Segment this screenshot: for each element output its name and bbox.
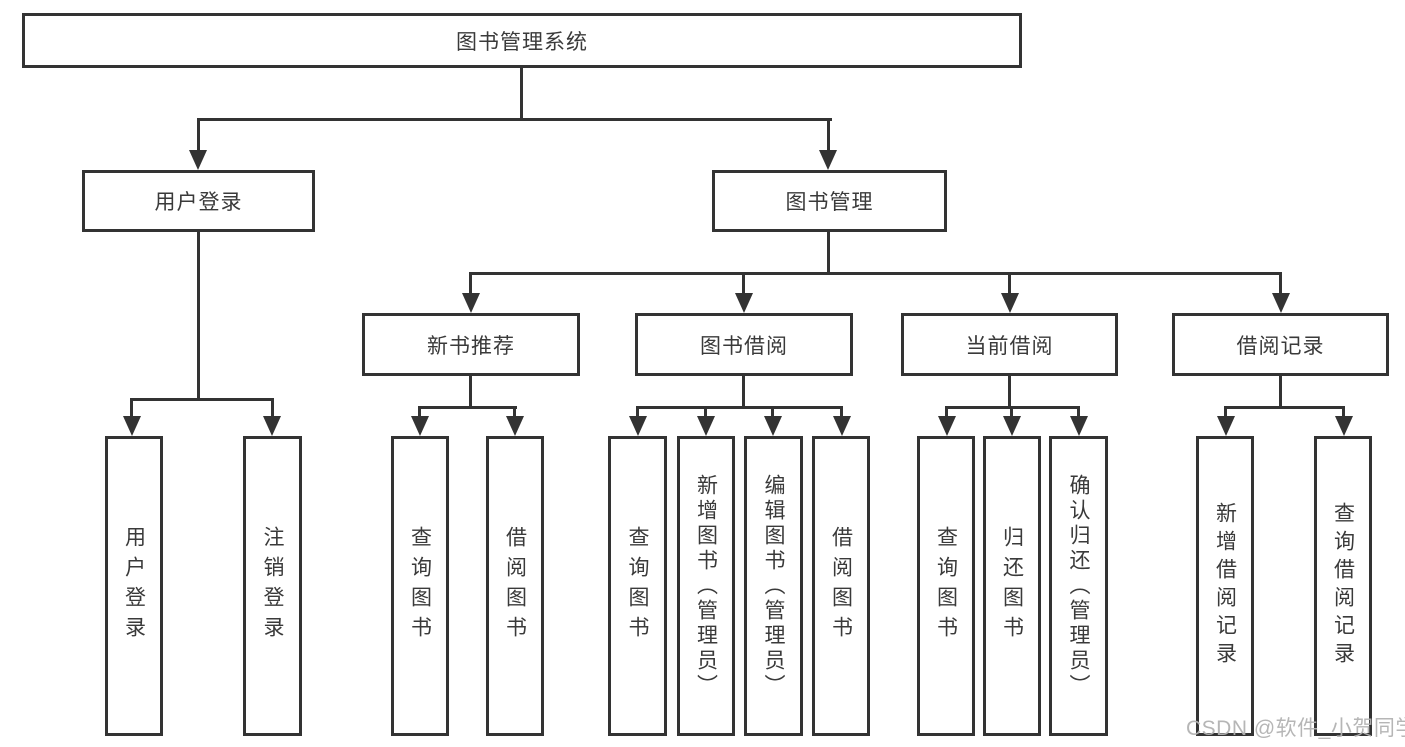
node-label: 图书管理 (785, 191, 874, 214)
connector-line (827, 118, 830, 152)
node-label: 用户登录 (122, 526, 146, 646)
leaf-edit-book-admin: 编辑图书（管理员） (744, 436, 803, 736)
arrowhead-down-icon (411, 416, 429, 436)
arrowhead-down-icon (1335, 416, 1353, 436)
connector-line (130, 398, 133, 418)
leaf-return-books: 归还图书 (983, 436, 1041, 736)
node-root-library-system: 图书管理系统 (22, 13, 1022, 68)
node-label: 查询借阅记录 (1331, 502, 1355, 670)
node-label: 借阅记录 (1236, 334, 1325, 358)
connector-line (1077, 406, 1080, 418)
arrowhead-down-icon (1001, 293, 1019, 313)
connector-line (197, 232, 200, 398)
arrowhead-down-icon (764, 416, 782, 436)
node-label: 借阅图书 (829, 526, 853, 646)
arrowhead-down-icon (263, 416, 281, 436)
leaf-add-book-admin: 新增图书（管理员） (677, 436, 735, 736)
node-label: 新增借阅记录 (1213, 502, 1237, 670)
arrowhead-down-icon (819, 150, 837, 170)
node-borrow-records: 借阅记录 (1172, 313, 1389, 376)
connector-line (840, 406, 843, 418)
node-label: 用户登录 (154, 191, 243, 214)
connector-line (742, 272, 745, 295)
arrowhead-down-icon (629, 416, 647, 436)
arrowhead-down-icon (697, 416, 715, 436)
leaf-borrow-books-recommend: 借阅图书 (486, 436, 544, 736)
leaf-query-books-current: 查询图书 (917, 436, 975, 736)
node-current-borrow: 当前借阅 (901, 313, 1118, 376)
connector-line (197, 118, 832, 121)
connector-line (271, 398, 274, 418)
node-label: 注销登录 (261, 526, 284, 646)
leaf-borrow-books: 借阅图书 (812, 436, 870, 736)
leaf-query-books-recommend: 查询图书 (391, 436, 449, 736)
node-user-login: 用户登录 (82, 170, 315, 232)
connector-line (945, 406, 948, 418)
connector-line (1010, 406, 1013, 418)
leaf-logout: 注销登录 (243, 436, 302, 736)
node-label: 当前借阅 (965, 334, 1054, 358)
connector-line (1224, 406, 1227, 418)
connector-line (1008, 376, 1011, 409)
node-new-book-recommend: 新书推荐 (362, 313, 580, 376)
connector-line (636, 406, 843, 409)
connector-line (636, 406, 639, 418)
node-label: 查询图书 (626, 526, 649, 646)
leaf-query-borrow-record: 查询借阅记录 (1314, 436, 1372, 736)
leaf-confirm-return-admin: 确认归还（管理员） (1049, 436, 1108, 736)
connector-line (470, 272, 1282, 275)
csdn-watermark: CSDN @软件_小贺同学 (1186, 717, 1405, 740)
connector-line (1279, 376, 1282, 409)
node-label: 归还图书 (1000, 526, 1024, 646)
connector-line (520, 68, 523, 120)
connector-line (513, 406, 516, 418)
connector-line (1279, 272, 1282, 295)
connector-line (418, 406, 517, 409)
arrowhead-down-icon (938, 416, 956, 436)
arrowhead-down-icon (735, 293, 753, 313)
node-label: 图书借阅 (700, 334, 788, 358)
arrowhead-down-icon (833, 416, 851, 436)
node-label: 确认归还（管理员） (1067, 473, 1090, 699)
arrowhead-down-icon (1217, 416, 1235, 436)
connector-line (704, 406, 707, 418)
arrowhead-down-icon (1003, 416, 1021, 436)
connector-line (771, 406, 774, 418)
connector-line (827, 232, 830, 275)
connector-line (469, 376, 472, 409)
arrowhead-down-icon (506, 416, 524, 436)
node-label: 编辑图书（管理员） (762, 473, 785, 699)
arrowhead-down-icon (123, 416, 141, 436)
connector-line (742, 376, 745, 409)
connector-line (1008, 272, 1011, 295)
node-label: 新书推荐 (427, 334, 515, 358)
arrowhead-down-icon (1070, 416, 1088, 436)
node-label: 图书管理系统 (456, 30, 588, 54)
connector-line (1342, 406, 1345, 418)
connector-line (130, 398, 274, 401)
arrowhead-down-icon (1272, 293, 1290, 313)
connector-line (418, 406, 421, 418)
arrowhead-down-icon (462, 293, 480, 313)
leaf-query-books-borrow: 查询图书 (608, 436, 667, 736)
node-label: 查询图书 (934, 526, 958, 646)
leaf-add-borrow-record: 新增借阅记录 (1196, 436, 1254, 736)
arrowhead-down-icon (189, 150, 207, 170)
node-label: 查询图书 (408, 526, 432, 646)
node-book-management: 图书管理 (712, 170, 947, 232)
connector-line (197, 118, 200, 152)
connector-line (469, 272, 472, 295)
leaf-user-login: 用户登录 (105, 436, 163, 736)
node-book-borrow: 图书借阅 (635, 313, 853, 376)
node-label: 借阅图书 (503, 526, 527, 646)
node-label: 新增图书（管理员） (694, 473, 718, 699)
connector-line (1224, 406, 1345, 409)
